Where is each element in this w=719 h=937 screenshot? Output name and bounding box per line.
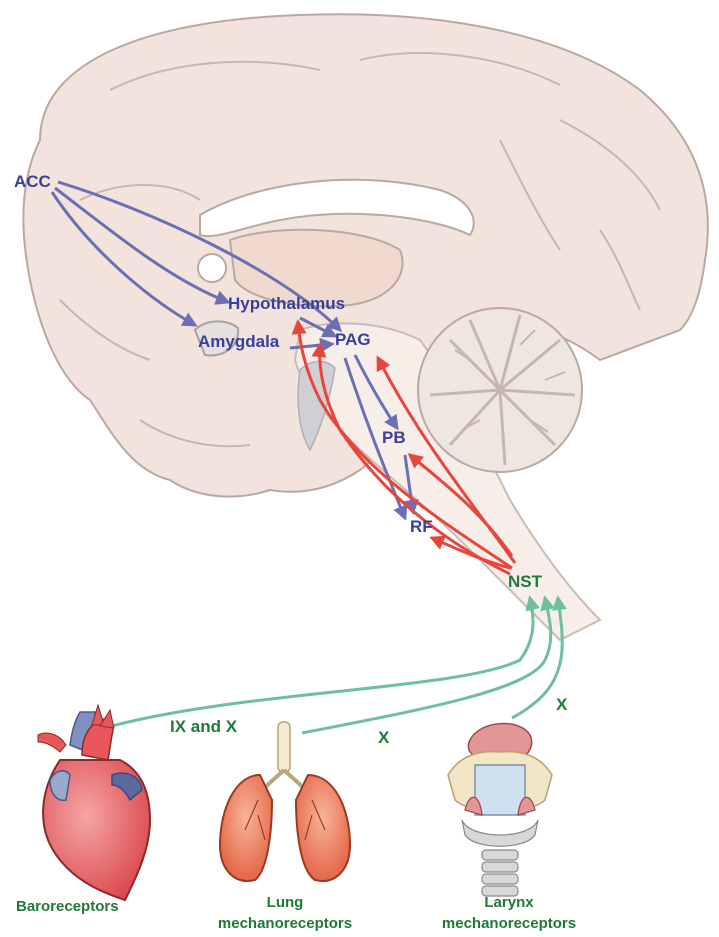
cerebellum bbox=[418, 308, 582, 472]
label-hypothalamus: Hypothalamus bbox=[228, 294, 345, 314]
label-pag: PAG bbox=[335, 330, 371, 350]
nerve-x-lung-path bbox=[302, 598, 551, 733]
larynx-illustration bbox=[448, 724, 552, 896]
label-nerve-x-lung: X bbox=[378, 728, 389, 748]
label-rf: RF bbox=[410, 517, 433, 537]
label-amygdala: Amygdala bbox=[198, 332, 279, 352]
label-lung-mechanoreceptors: Lung mechanoreceptors bbox=[200, 892, 370, 934]
label-nerve-ix-and-x: IX and X bbox=[170, 717, 237, 737]
label-acc: ACC bbox=[14, 172, 51, 192]
label-larynx-line2: mechanoreceptors bbox=[424, 913, 594, 934]
brain-illustration bbox=[23, 14, 707, 640]
label-lung-line1: Lung bbox=[200, 892, 370, 913]
label-baroreceptors: Baroreceptors bbox=[16, 896, 119, 917]
label-lung-line2: mechanoreceptors bbox=[200, 913, 370, 934]
heart-illustration bbox=[38, 705, 150, 900]
lungs-illustration bbox=[220, 722, 350, 881]
afferent-pathways bbox=[112, 598, 562, 733]
label-larynx-line1: Larynx bbox=[424, 892, 594, 913]
label-nerve-x-larynx: X bbox=[556, 695, 567, 715]
label-pb: PB bbox=[382, 428, 406, 448]
nerve-ix-and-x-path bbox=[112, 598, 533, 726]
label-larynx-mechanoreceptors: Larynx mechanoreceptors bbox=[424, 892, 594, 934]
label-nst: NST bbox=[508, 572, 542, 592]
